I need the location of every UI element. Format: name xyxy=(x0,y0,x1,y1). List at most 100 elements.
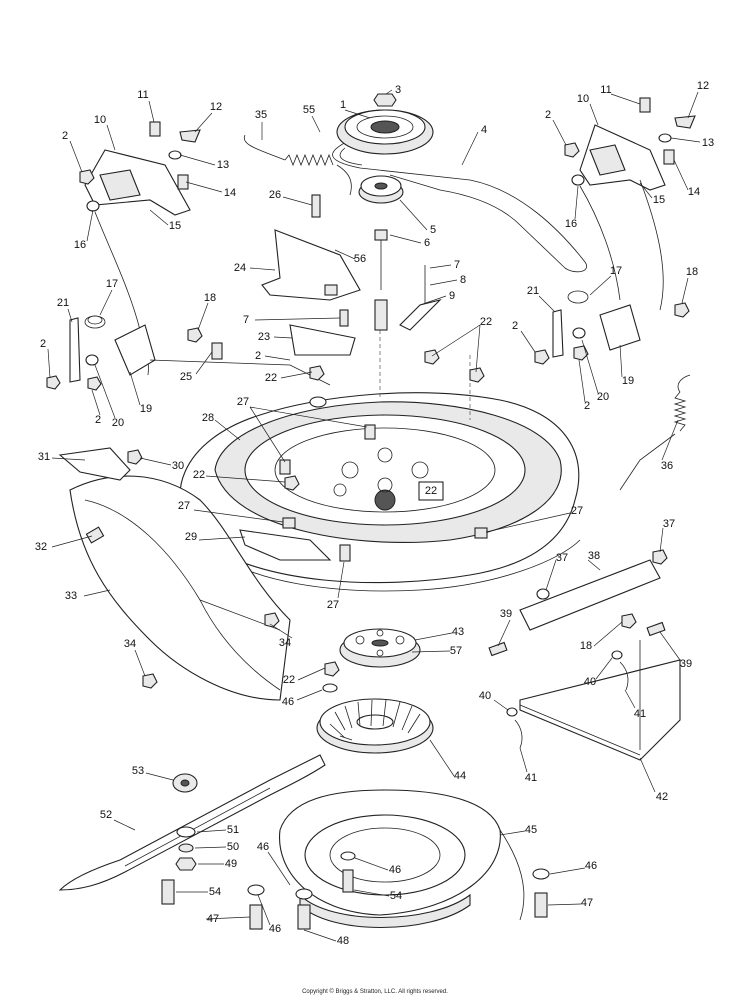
right-washer-20 xyxy=(572,327,586,339)
callout-51: 51 xyxy=(227,824,239,836)
callout-11: 11 xyxy=(137,89,148,101)
callout-21: 21 xyxy=(527,285,539,297)
right-bolt-14 xyxy=(663,149,675,165)
callout-9: 9 xyxy=(449,290,455,302)
callout-19: 19 xyxy=(140,403,152,415)
callout-34: 34 xyxy=(124,638,136,650)
washer-40-left xyxy=(506,707,518,717)
right-nut-2b xyxy=(534,349,550,365)
callout-2: 2 xyxy=(512,320,518,332)
callout-2: 2 xyxy=(40,338,46,350)
callout-25: 25 xyxy=(180,371,192,383)
right-washer-13 xyxy=(658,133,672,143)
callout-17: 17 xyxy=(610,265,622,277)
callout-33: 33 xyxy=(65,590,77,602)
spindle-housing xyxy=(279,789,525,929)
callout-46: 46 xyxy=(585,860,597,872)
washer-46-mid xyxy=(295,888,313,900)
callout-2: 2 xyxy=(584,400,590,412)
callout-27: 27 xyxy=(237,396,249,408)
callout-36: 36 xyxy=(661,460,673,472)
callout-20: 20 xyxy=(112,417,124,429)
callout-boxed-22: 22 xyxy=(425,485,437,497)
bolt-48 xyxy=(297,904,311,930)
callout-13: 13 xyxy=(217,159,229,171)
callout-40: 40 xyxy=(479,690,491,702)
callout-7: 7 xyxy=(454,259,460,271)
callout-29: 29 xyxy=(185,531,197,543)
right-hanger-arm xyxy=(579,179,664,311)
callout-12: 12 xyxy=(697,80,709,92)
chute-nut-34 xyxy=(142,673,158,689)
callout-22: 22 xyxy=(480,316,492,328)
nut-18-front xyxy=(621,613,637,629)
callout-42: 42 xyxy=(656,791,668,803)
left-pivot-bracket xyxy=(84,149,191,216)
callout-41: 41 xyxy=(525,772,537,784)
left-washer-20 xyxy=(85,354,99,366)
callout-26: 26 xyxy=(269,189,281,201)
left-bolt-11 xyxy=(149,121,161,137)
callout-46: 46 xyxy=(257,841,269,853)
callout-56: 56 xyxy=(354,253,366,265)
callout-38: 38 xyxy=(588,550,600,562)
left-nut-2b xyxy=(46,375,61,390)
callout-22: 22 xyxy=(283,674,295,686)
nut-37-right xyxy=(652,549,668,565)
washer-46-right xyxy=(532,868,550,880)
callout-2: 2 xyxy=(95,414,101,426)
callout-14: 14 xyxy=(224,187,236,199)
callout-6: 6 xyxy=(424,237,430,249)
chute-nut-30 xyxy=(127,449,143,465)
callout-31: 31 xyxy=(38,451,50,463)
left-wing-nut-12 xyxy=(179,129,201,143)
spindle-pulley xyxy=(339,628,421,668)
callout-50: 50 xyxy=(227,841,239,853)
rod-8 xyxy=(399,265,442,331)
callout-37: 37 xyxy=(663,518,675,530)
callout-18: 18 xyxy=(204,292,216,304)
callout-53: 53 xyxy=(132,765,144,777)
callout-15: 15 xyxy=(653,194,665,206)
right-wing-nut-12 xyxy=(674,115,696,129)
pins-39 xyxy=(488,621,666,657)
deck-housing xyxy=(179,330,581,592)
callout-47: 47 xyxy=(581,897,593,909)
bolt-25 xyxy=(211,342,223,360)
copyright-notice: Copyright © Briggs & Stratton, LLC. All … xyxy=(302,989,448,995)
callout-41: 41 xyxy=(634,708,646,720)
callout-box xyxy=(418,481,444,501)
callout-32: 32 xyxy=(35,541,47,553)
idler-pulley xyxy=(358,175,404,290)
left-nut-18 xyxy=(187,327,203,343)
callout-18: 18 xyxy=(580,640,592,652)
callout-18: 18 xyxy=(686,266,698,278)
callout-2: 2 xyxy=(62,130,68,142)
callout-40: 40 xyxy=(584,676,596,688)
callout-22: 22 xyxy=(265,372,277,384)
callout-24: 24 xyxy=(234,262,246,274)
callout-34: 34 xyxy=(279,637,291,649)
engine-pulley xyxy=(336,109,434,155)
blade-nut-49 xyxy=(175,857,197,871)
callout-30: 30 xyxy=(172,460,184,472)
callout-20: 20 xyxy=(597,391,609,403)
bolt-47-right xyxy=(534,892,548,918)
left-nut-2c xyxy=(87,376,102,391)
blade-washer-51 xyxy=(176,826,196,838)
callout-46: 46 xyxy=(389,864,401,876)
boxed-callout-labels: 22 xyxy=(418,481,444,501)
callout-10: 10 xyxy=(94,114,106,126)
callout-55: 55 xyxy=(303,104,315,116)
callout-52: 52 xyxy=(100,809,112,821)
nut-37-left xyxy=(536,588,550,600)
baffle-29 xyxy=(239,529,332,561)
callout-43: 43 xyxy=(452,626,464,638)
callout-35: 35 xyxy=(255,109,267,121)
callout-39: 39 xyxy=(680,658,692,670)
callout-37: 37 xyxy=(556,552,568,564)
deck-bolts-27 xyxy=(279,424,488,562)
callout-5: 5 xyxy=(430,224,436,236)
callout-46: 46 xyxy=(269,923,281,935)
washer-40-right xyxy=(611,650,623,660)
